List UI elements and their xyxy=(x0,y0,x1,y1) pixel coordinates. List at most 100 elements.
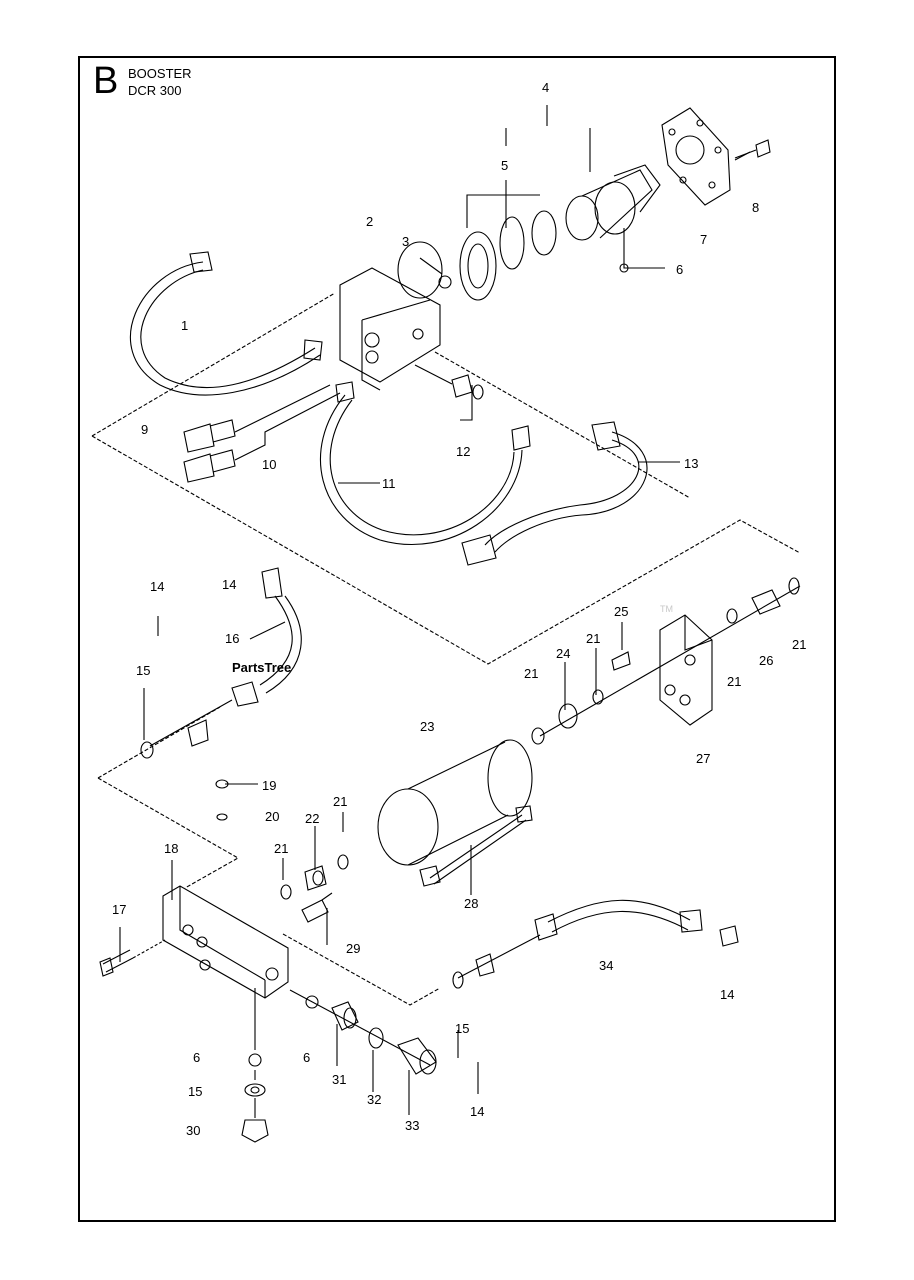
cap-30 xyxy=(241,1119,269,1143)
screw-8 xyxy=(734,139,771,159)
ball-20 xyxy=(216,813,228,821)
coupling-33 xyxy=(397,1037,437,1075)
callout-33: 33 xyxy=(405,1118,419,1133)
callout-30: 30 xyxy=(186,1123,200,1138)
callout-25: 25 xyxy=(614,604,628,619)
callout-26: 26 xyxy=(759,653,773,668)
oring-21b xyxy=(592,689,604,705)
callout-21b: 21 xyxy=(792,637,806,652)
hose-1-fitting xyxy=(189,251,323,361)
rod-28 xyxy=(429,814,527,885)
callout-22: 22 xyxy=(305,811,319,826)
callout-15c: 15 xyxy=(188,1084,202,1099)
callout-28: 28 xyxy=(464,896,478,911)
ring-24 xyxy=(558,703,578,729)
block-27 xyxy=(659,614,713,726)
callout-24: 24 xyxy=(556,646,570,661)
assembly-outline-lower xyxy=(97,706,441,1006)
callout-13: 13 xyxy=(684,456,698,471)
washer-15 xyxy=(140,741,154,759)
fitting-31 xyxy=(331,1001,359,1031)
callout-8: 8 xyxy=(752,200,759,215)
block-18 xyxy=(162,885,289,999)
callout-14a: 14 xyxy=(150,579,164,594)
oring-5c xyxy=(531,210,557,256)
callout-3: 3 xyxy=(402,234,409,249)
callout-31: 31 xyxy=(332,1072,346,1087)
fitting-12 xyxy=(451,374,473,398)
callout-14d: 14 xyxy=(470,1104,484,1119)
callout-21f: 21 xyxy=(274,841,288,856)
callout-11: 11 xyxy=(382,476,396,491)
plug-25 xyxy=(611,651,631,671)
oring-21e xyxy=(337,854,349,870)
hose-16 xyxy=(259,595,293,686)
callout-1: 1 xyxy=(181,318,188,333)
callout-6: 6 xyxy=(676,262,683,277)
screw-19 xyxy=(215,779,229,789)
callout-5: 5 xyxy=(501,158,508,173)
oring-5b xyxy=(499,216,525,270)
callout-15b: 15 xyxy=(455,1021,469,1036)
oring-21c xyxy=(726,608,738,624)
callout-21a: 21 xyxy=(586,631,600,646)
cylinder-23 xyxy=(377,739,533,866)
nut-6b xyxy=(305,995,319,1009)
fitting-29 xyxy=(301,892,333,923)
callout-27: 27 xyxy=(696,751,710,766)
watermark-tm: TM xyxy=(660,604,673,614)
section-letter: B xyxy=(93,60,119,102)
hose-1 xyxy=(129,261,321,396)
hose-34 xyxy=(547,899,691,923)
oring-21f xyxy=(280,884,292,900)
callout-15a: 15 xyxy=(136,663,150,678)
nut-3 xyxy=(438,275,452,289)
nipple-6 xyxy=(619,263,629,273)
callout-2: 2 xyxy=(366,214,373,229)
callout-21d: 21 xyxy=(727,674,741,689)
nut-6c xyxy=(248,1053,262,1067)
diagram-frame xyxy=(78,56,836,1222)
booster-block xyxy=(339,241,443,391)
callout-12: 12 xyxy=(456,444,470,459)
leader-lines xyxy=(119,105,751,1115)
coupling-10 xyxy=(183,449,236,483)
callout-18: 18 xyxy=(164,841,178,856)
gasket-5a xyxy=(459,231,497,301)
callout-21c: 21 xyxy=(524,666,538,681)
callout-6a: 6 xyxy=(193,1050,200,1065)
diagram-title: BOOSTER xyxy=(128,66,192,81)
watermark-text: PartsTree xyxy=(232,660,291,675)
callout-7: 7 xyxy=(700,232,707,247)
callout-4: 4 xyxy=(542,80,549,95)
callout-numbers: 4 5 2 3 8 7 6 1 9 12 10 11 13 14 14 16 1… xyxy=(112,80,806,1138)
callout-14c: 14 xyxy=(720,987,734,1002)
bolt-17 xyxy=(102,949,134,973)
callout-20: 20 xyxy=(265,809,279,824)
fitting-26 xyxy=(751,589,781,615)
flange-plate-7 xyxy=(661,107,731,206)
callout-17: 17 xyxy=(112,902,126,917)
washer-15b xyxy=(452,971,464,989)
model-name: DCR 300 xyxy=(128,83,182,98)
fitting-22 xyxy=(304,865,327,891)
oring-21a xyxy=(531,727,545,745)
callout-16: 16 xyxy=(225,631,239,646)
coupling-9 xyxy=(183,419,236,453)
callout-23: 23 xyxy=(420,719,434,734)
callout-29: 29 xyxy=(346,941,360,956)
hose-13 xyxy=(484,439,640,546)
callout-6b: 6 xyxy=(303,1050,310,1065)
hose-11 xyxy=(320,394,523,545)
callout-19: 19 xyxy=(262,778,276,793)
callout-14b: 14 xyxy=(222,577,236,592)
callout-10: 10 xyxy=(262,457,276,472)
callout-9: 9 xyxy=(141,422,148,437)
oring-32 xyxy=(368,1027,384,1049)
callout-32: 32 xyxy=(367,1092,381,1107)
washer-15c xyxy=(244,1083,266,1097)
callout-21e: 21 xyxy=(333,794,347,809)
assembly-outline-upper xyxy=(91,292,801,665)
callout-34: 34 xyxy=(599,958,613,973)
